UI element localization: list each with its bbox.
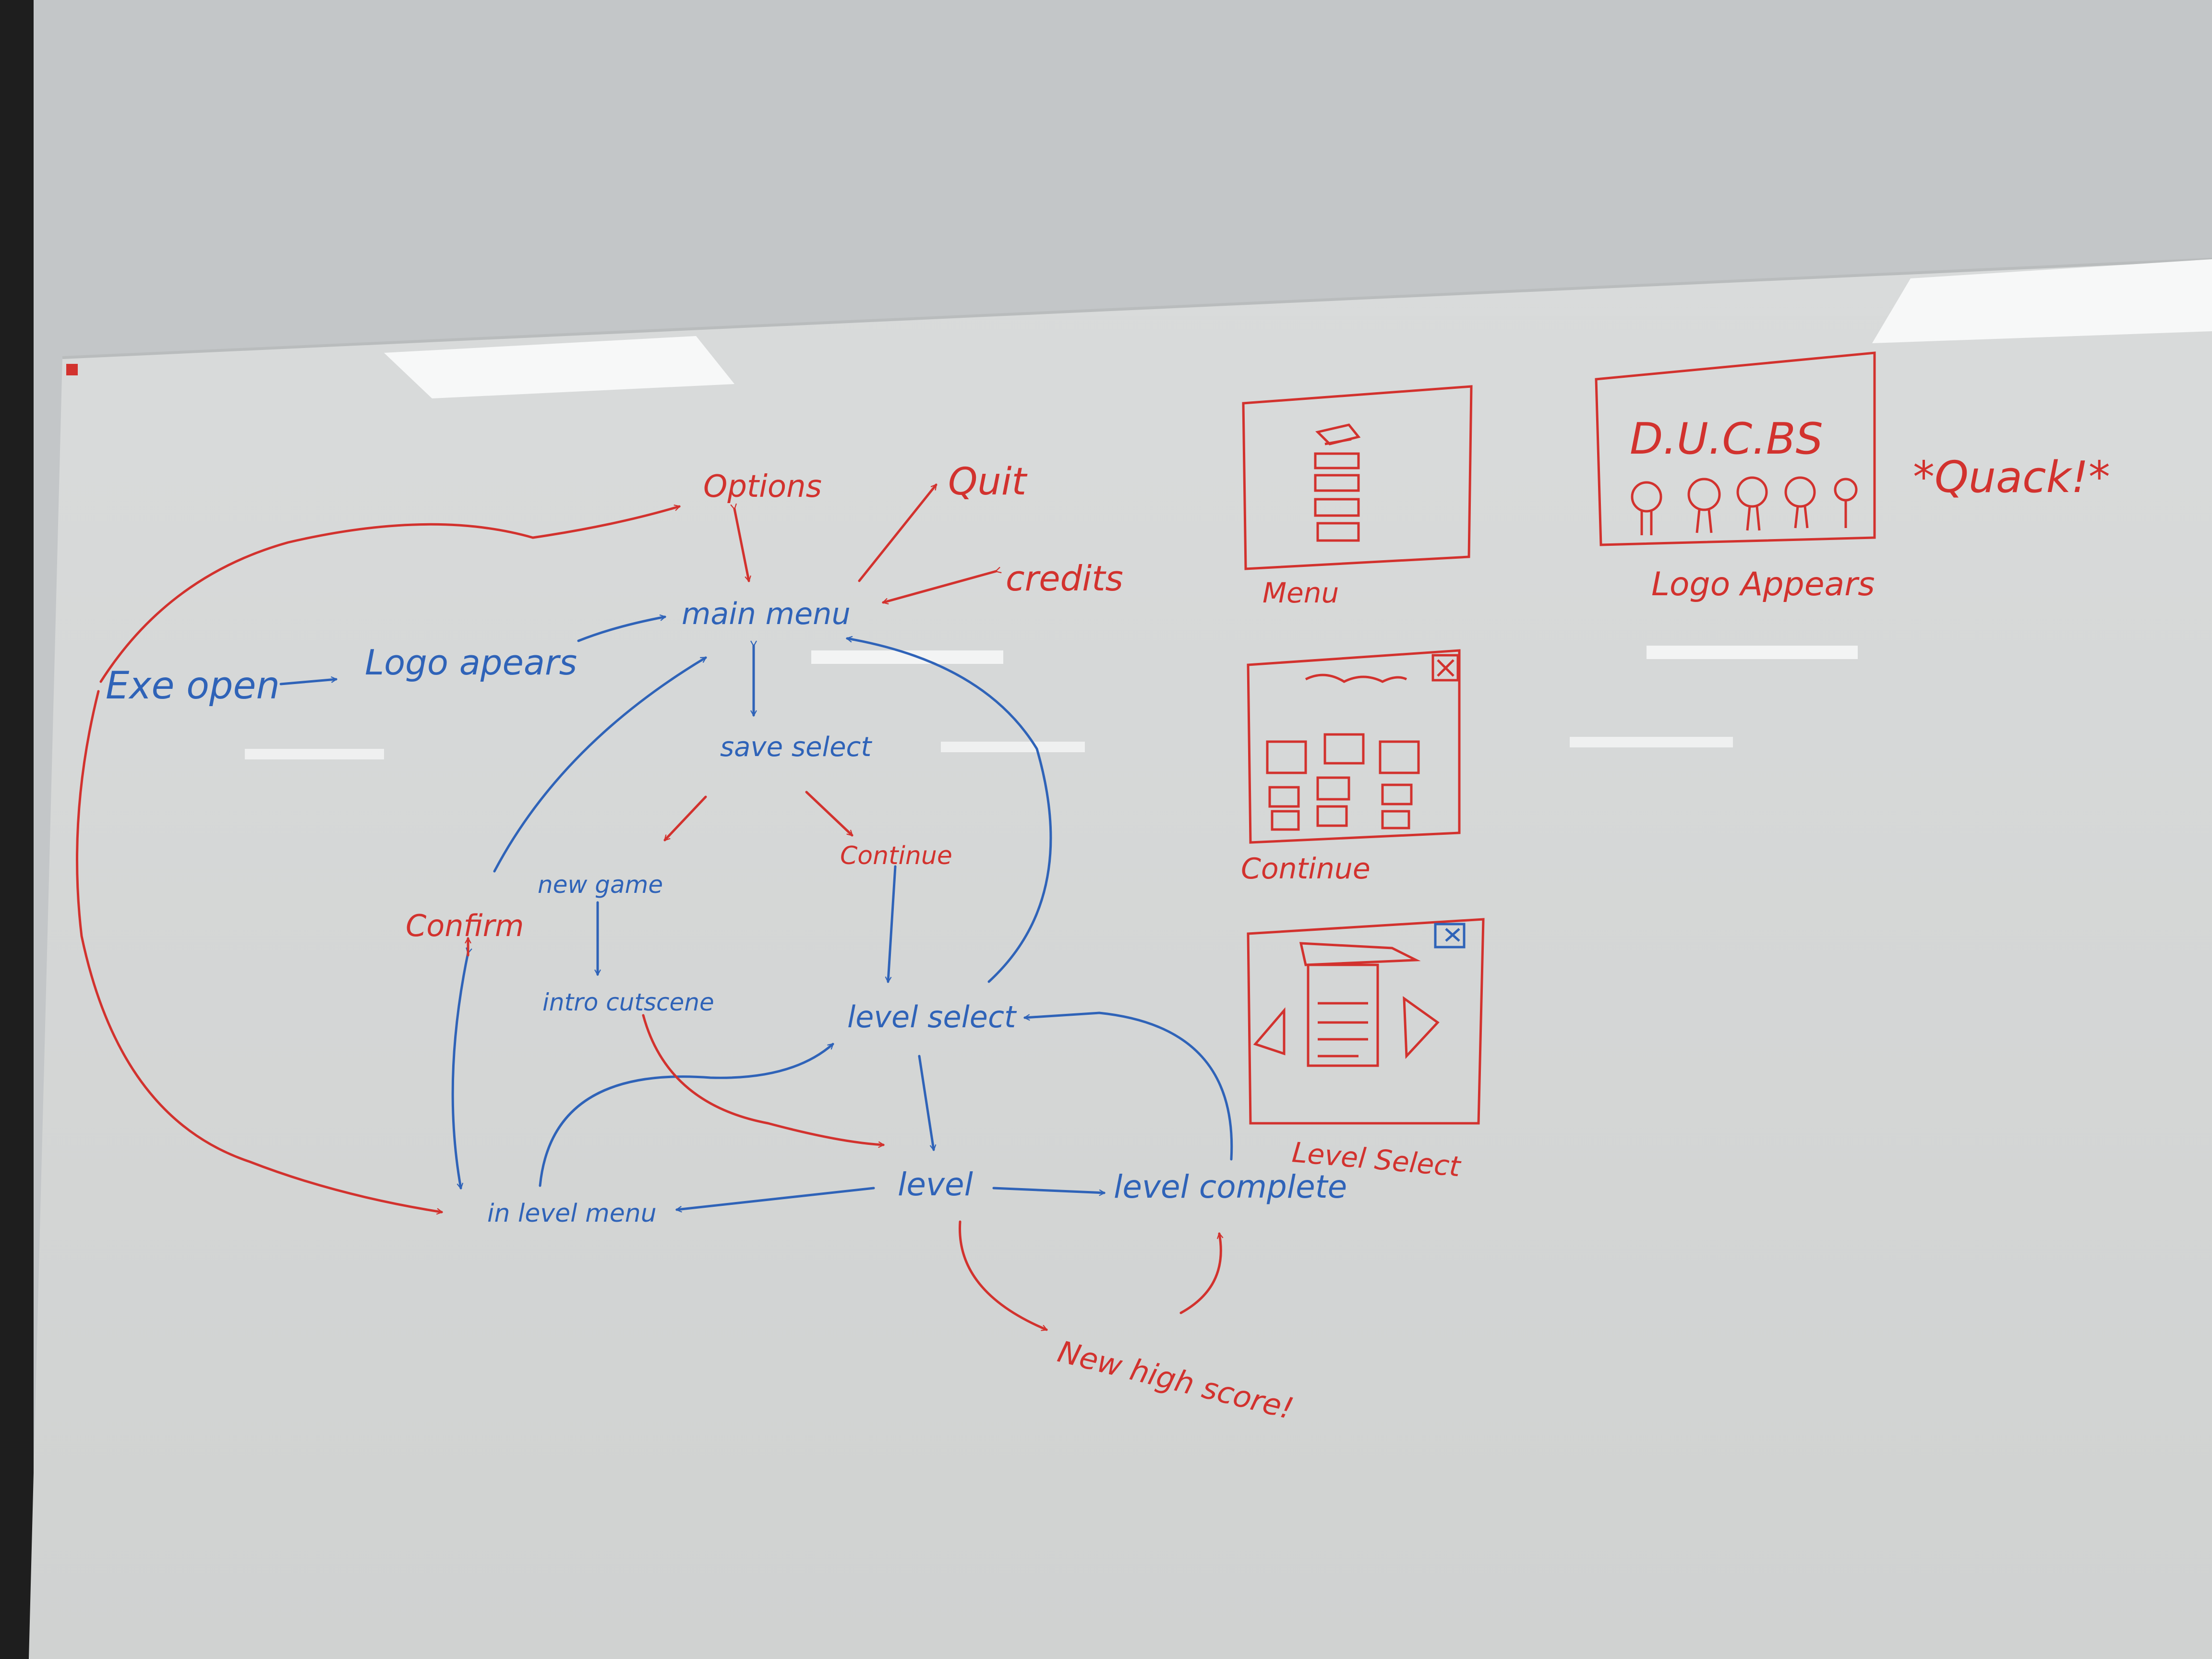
node-main-menu: main menu — [682, 596, 851, 631]
menu-button-1 — [1314, 452, 1360, 469]
node-level-select: level select — [847, 999, 1017, 1034]
board-left-edge — [0, 0, 34, 1659]
red-arrows — [76, 485, 1221, 1330]
continue-slot-9 — [1381, 810, 1410, 830]
menu-button-3 — [1314, 498, 1360, 517]
node-level: level — [898, 1166, 974, 1203]
arrow-levelselect-to-mainmenu — [847, 638, 1052, 983]
mockup-logo — [1595, 351, 1876, 546]
arrow-inlevelmenu-to-levelselect — [539, 1043, 834, 1187]
node-new-game: new game — [538, 871, 663, 899]
node-level-complete: level complete — [1114, 1168, 1347, 1205]
board-magnet — [66, 364, 78, 375]
continue-slot-3 — [1379, 740, 1420, 774]
continue-close-box — [1431, 654, 1459, 682]
menu-button-4 — [1316, 522, 1360, 542]
continue-slot-7 — [1271, 810, 1300, 831]
level-select-banner — [1299, 942, 1421, 966]
level-select-close-box — [1434, 923, 1466, 949]
arrow-level-to-complete — [992, 1187, 1104, 1193]
arrow-exe-loop-to-options-top — [99, 506, 679, 683]
mockup-continue — [1247, 649, 1461, 844]
node-quit: Quit — [948, 460, 1028, 504]
arrow-intro-to-level — [642, 1014, 883, 1145]
light-reflection — [245, 749, 384, 759]
logo-ducks — [1631, 476, 1858, 535]
continue-title-scribble — [1305, 673, 1407, 683]
menu-logo-sketch — [1315, 423, 1361, 445]
save-select-text: save select — [720, 732, 872, 763]
logo-title: D.U.C.BS — [1630, 414, 1823, 464]
board-top-edge — [62, 258, 2212, 359]
continue-slot-5 — [1316, 776, 1350, 801]
node-logo-appears: Logo apears — [365, 642, 577, 683]
continue-frame — [1247, 649, 1461, 844]
arrow-logo-to-mainmenu — [577, 617, 665, 642]
arrow-credits-mainmenu — [883, 571, 996, 602]
mockup-level-select — [1247, 918, 1485, 1125]
arrow-mainmenu-to-quit — [858, 485, 938, 582]
light-reflection — [941, 742, 1085, 752]
arrow-saveselect-to-newgame — [663, 795, 707, 842]
arrow-complete-to-levelselect — [1025, 1011, 1233, 1161]
node-exe-open: Exe open — [106, 664, 280, 708]
node-confirm: Confirm — [406, 908, 524, 943]
continue-slot-1 — [1266, 740, 1307, 774]
level-select-left-arrow — [1253, 1007, 1286, 1056]
continue-slot-6 — [1381, 783, 1413, 805]
logo-frame — [1595, 351, 1876, 546]
node-continue: Continue — [840, 842, 952, 870]
continue-close-x — [1437, 659, 1455, 677]
arrow-level-to-inlevelmenu — [677, 1187, 875, 1210]
node-intro-cutscene: intro cutscene — [542, 988, 714, 1016]
menu-frame — [1242, 385, 1473, 570]
arrow-options-mainmenu — [734, 509, 749, 581]
level-select-frame — [1247, 918, 1485, 1125]
arrow-newgame-to-mainmenu — [493, 656, 706, 873]
mockup-menu — [1242, 385, 1473, 570]
level-select-card-lines — [1318, 1002, 1368, 1058]
node-in-level-menu: in level menu — [487, 1199, 657, 1228]
light-reflection — [384, 336, 734, 398]
light-reflection — [1872, 259, 2212, 343]
mockup-menu-caption: Menu — [1262, 577, 1339, 609]
board-surface — [29, 259, 2212, 1659]
arrow-exe-to-logo — [279, 679, 336, 685]
node-save-select: save select — [720, 732, 872, 763]
node-options: Options — [703, 469, 822, 505]
arrow-level-to-highscore — [959, 1220, 1047, 1330]
arrow-highscore-to-complete — [1179, 1234, 1221, 1314]
level-select-right-arrow — [1403, 996, 1440, 1059]
arrow-saveselect-to-continue — [805, 791, 854, 837]
continue-slot-4 — [1268, 786, 1300, 808]
level-select-close-x — [1445, 928, 1460, 942]
continue-slot-2 — [1323, 733, 1365, 765]
mockup-logo-caption: Logo Appears — [1651, 565, 1875, 603]
arrow-confirm-to-inlevelmenu — [451, 953, 468, 1188]
light-reflection — [1570, 737, 1733, 747]
node-credits: credits — [1006, 558, 1123, 599]
arrow-levelselect-to-level — [918, 1055, 934, 1150]
arrow-exe-loop-to-options — [76, 690, 442, 1212]
continue-slot-8 — [1316, 805, 1348, 827]
light-reflection — [1647, 646, 1858, 659]
quack-note: *Quack!* — [1913, 452, 2110, 503]
blue-arrows — [279, 617, 1233, 1210]
menu-button-2 — [1314, 474, 1360, 492]
arrow-continue-to-levelselect — [888, 865, 897, 982]
mockup-continue-caption: Continue — [1241, 852, 1370, 886]
level-select-card — [1307, 963, 1379, 1067]
